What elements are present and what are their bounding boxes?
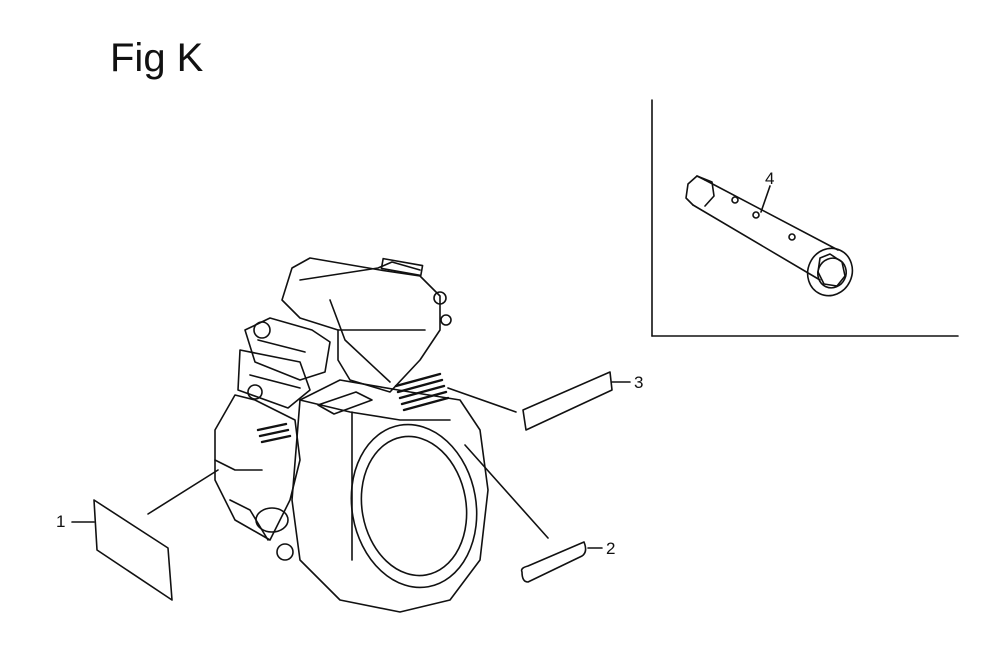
- label-strip-2: [520, 541, 587, 583]
- leader-line-2: [464, 444, 549, 539]
- leader-line-3: [447, 387, 517, 413]
- tool-inset-frame: [651, 99, 959, 337]
- callout-3: 3: [634, 373, 644, 392]
- leader-line-1: [147, 469, 219, 515]
- callout-2: 2: [606, 539, 616, 558]
- callout-4: 4: [765, 169, 775, 188]
- engine-illustration-icon: [214, 257, 489, 613]
- label-plate-icon: [93, 499, 173, 601]
- callout-1: 1: [56, 512, 66, 531]
- figure-title: Fig K: [110, 36, 204, 80]
- label-strip-3: [522, 371, 613, 431]
- spark-plug-wrench-icon: [685, 175, 854, 297]
